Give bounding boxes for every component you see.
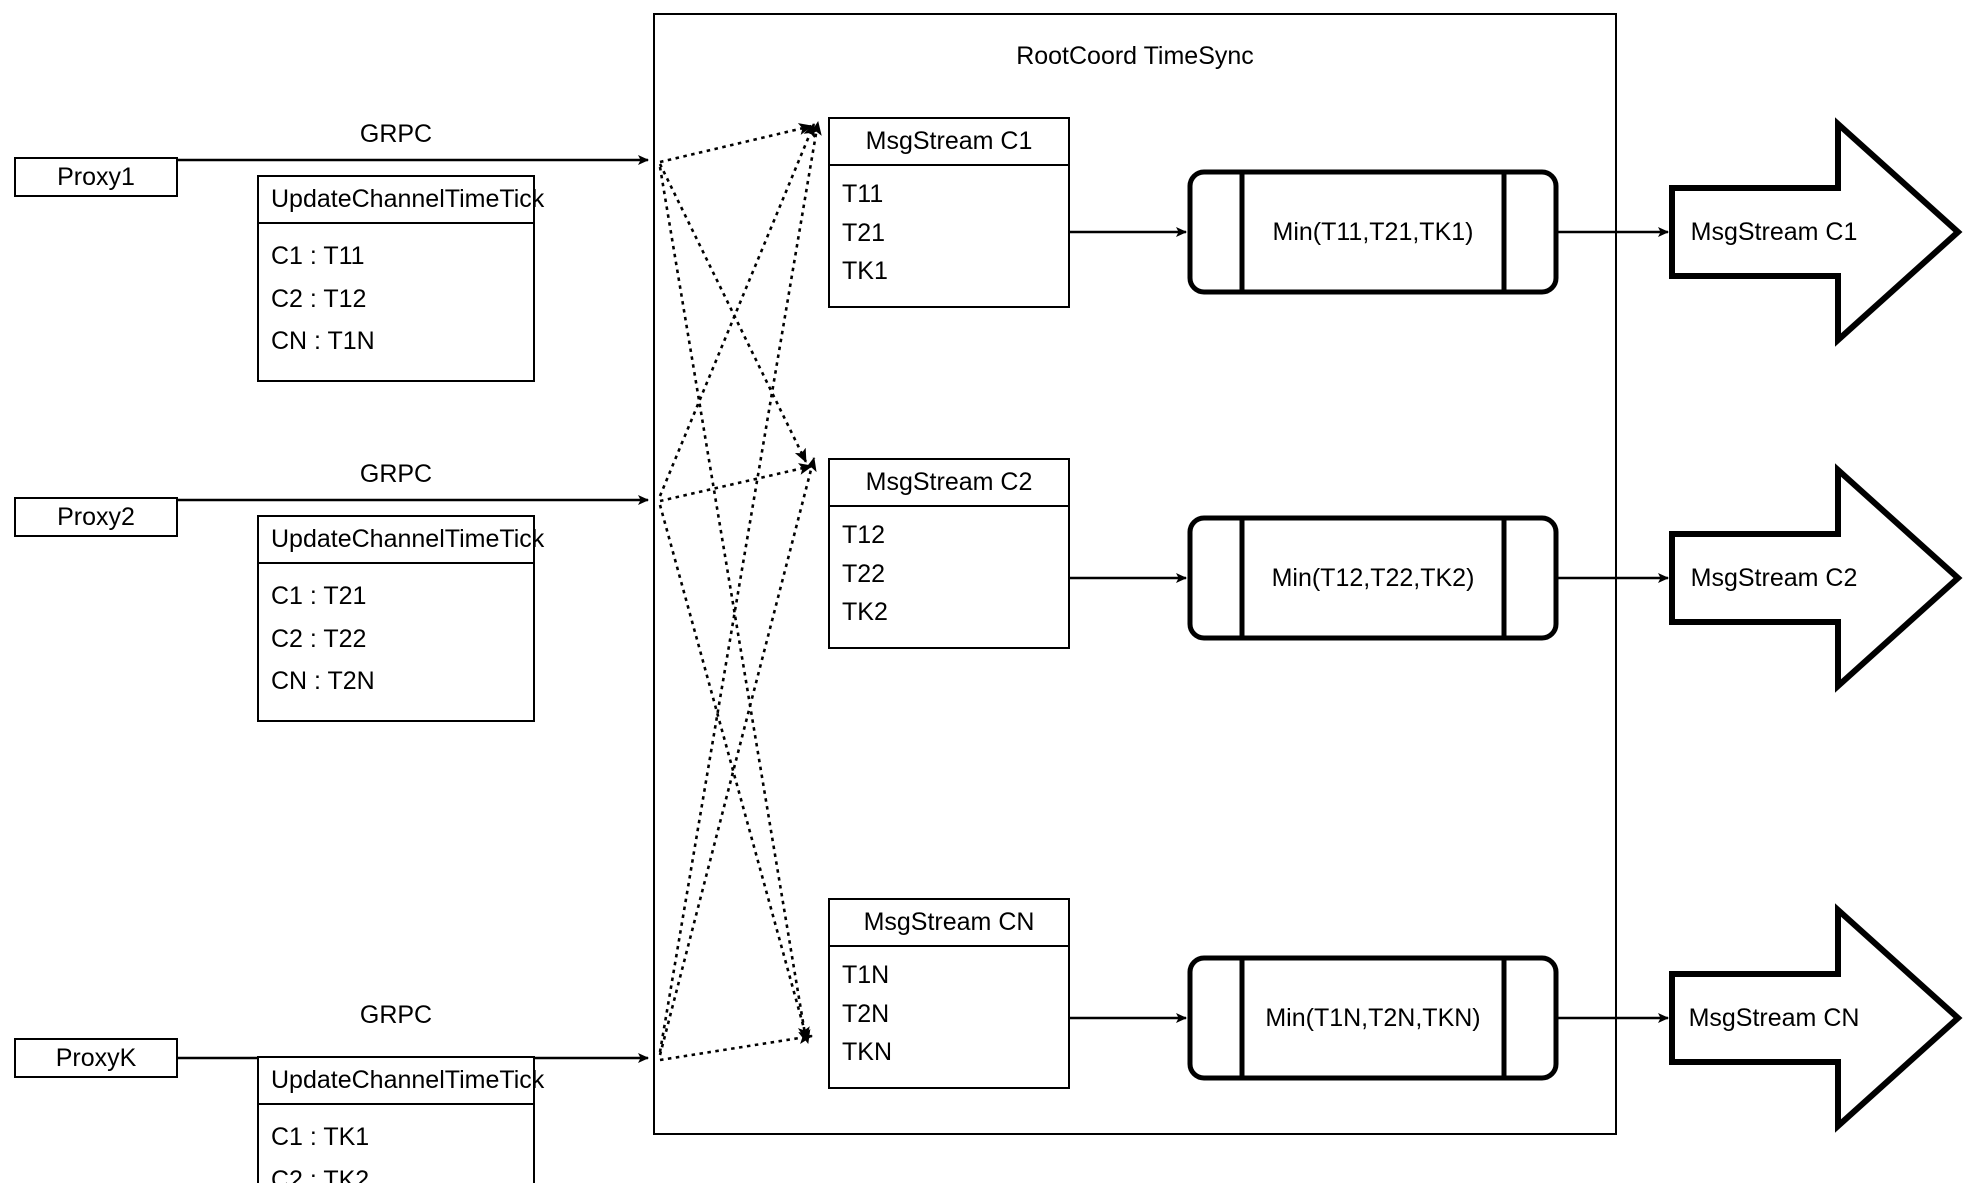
timetick-entry: C1 : T11 <box>271 241 365 270</box>
grpc-label-row-1: GRPC <box>359 120 433 148</box>
output-msgstream-label-row-2: MsgStream C2 <box>1690 563 1858 592</box>
min-label-row-1: Min(T11,T21,TK1) <box>1272 217 1474 246</box>
rootcoord-timesync-title: RootCoord TimeSync <box>1016 42 1254 70</box>
msgstream-box-row-2: MsgStream C2 T12 T22 TK2 <box>828 458 1070 649</box>
msgstream-entry: T11 <box>842 179 884 208</box>
output-msgstream-label-row-3: MsgStream CN <box>1688 1003 1860 1032</box>
output-msgstream-label-row-1: MsgStream C1 <box>1690 217 1858 246</box>
msgstream-entry: T12 <box>842 520 886 549</box>
proxy-box-row-3[interactable]: ProxyK <box>14 1038 178 1078</box>
timetick-entry: C1 : T21 <box>271 581 367 610</box>
grpc-label-row-3: GRPC <box>359 1001 433 1029</box>
timetick-entry: C2 : T12 <box>271 284 367 313</box>
msgstream-title-row-2: MsgStream C2 <box>830 460 1068 507</box>
msgstream-entry: TK2 <box>842 598 888 627</box>
msgstream-entry: T21 <box>842 218 886 247</box>
update-channel-timetick-entries-row-3: C1 : TK1 C2 : TK2 CN : TKN <box>259 1105 533 1183</box>
min-label-row-3: Min(T1N,T2N,TKN) <box>1265 1003 1481 1032</box>
timetick-entry: C2 : TK2 <box>271 1165 370 1183</box>
msgstream-entry: T1N <box>842 960 890 989</box>
update-channel-timetick-title-row-3: UpdateChannelTimeTick <box>259 1058 544 1105</box>
proxy-box-row-2[interactable]: Proxy2 <box>14 497 178 537</box>
msgstream-entries-row-1: T11 T21 TK1 <box>830 166 1068 306</box>
msgstream-entry: TKN <box>842 1038 892 1067</box>
update-channel-timetick-title-row-1: UpdateChannelTimeTick <box>259 177 544 224</box>
grpc-label-row-2: GRPC <box>359 460 433 488</box>
update-channel-timetick-title-row-2: UpdateChannelTimeTick <box>259 517 544 564</box>
msgstream-entry: T22 <box>842 559 886 588</box>
msgstream-entry: TK1 <box>842 257 888 286</box>
rootcoord-timesync-container <box>653 13 1617 1135</box>
update-channel-timetick-entries-row-1: C1 : T11 C2 : T12 CN : T1N <box>259 224 533 380</box>
msgstream-title-row-3: MsgStream CN <box>830 900 1068 947</box>
msgstream-box-row-1: MsgStream C1 T11 T21 TK1 <box>828 117 1070 308</box>
msgstream-title-row-1: MsgStream C1 <box>830 119 1068 166</box>
timetick-entry: C2 : T22 <box>271 624 367 653</box>
timetick-entry: CN : T2N <box>271 667 375 696</box>
msgstream-box-row-3: MsgStream CN T1N T2N TKN <box>828 898 1070 1089</box>
timetick-entry: CN : T1N <box>271 327 375 356</box>
update-channel-timetick-box-row-2: UpdateChannelTimeTick C1 : T21 C2 : T22 … <box>257 515 544 722</box>
proxy-box-row-1[interactable]: Proxy1 <box>14 157 178 197</box>
update-channel-timetick-entries-row-2: C1 : T21 C2 : T22 CN : T2N <box>259 564 533 720</box>
msgstream-entry: T2N <box>842 999 890 1028</box>
timetick-entry: C1 : TK1 <box>271 1122 370 1151</box>
msgstream-entries-row-3: T1N T2N TKN <box>830 947 1068 1087</box>
update-channel-timetick-box-row-3: UpdateChannelTimeTick C1 : TK1 C2 : TK2 … <box>257 1056 544 1183</box>
min-label-row-2: Min(T12,T22,TK2) <box>1271 563 1475 592</box>
update-channel-timetick-box-row-1: UpdateChannelTimeTick C1 : T11 C2 : T12 … <box>257 175 544 382</box>
msgstream-entries-row-2: T12 T22 TK2 <box>830 507 1068 647</box>
